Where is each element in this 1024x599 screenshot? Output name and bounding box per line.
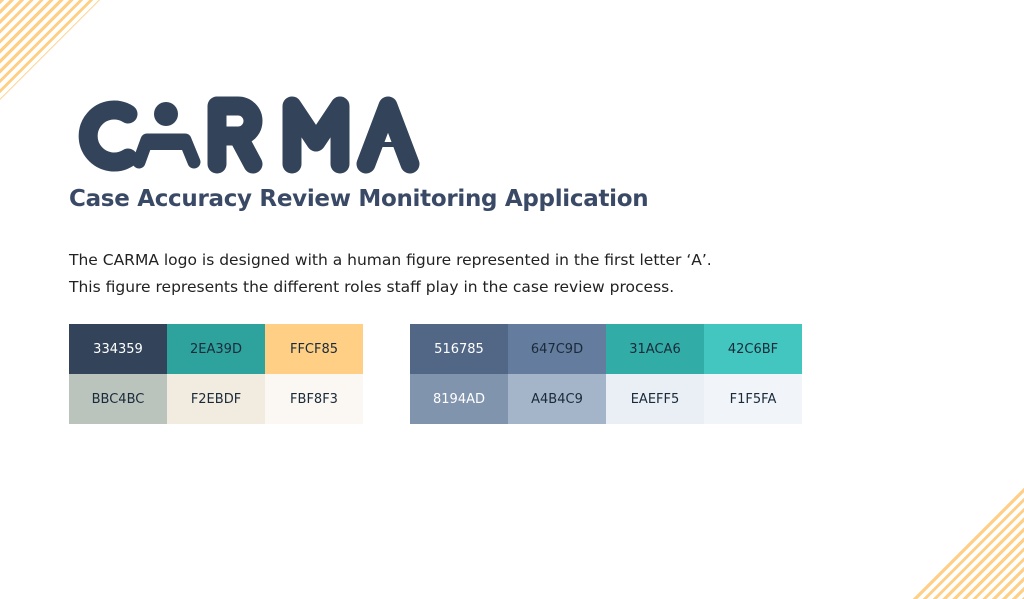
color-swatch: 334359 <box>69 324 167 374</box>
carma-logo <box>78 96 420 174</box>
color-swatch: 516785 <box>410 324 508 374</box>
color-swatch: 31ACA6 <box>606 324 704 374</box>
color-swatch: F2EBDF <box>167 374 265 424</box>
color-swatch: 42C6BF <box>704 324 802 374</box>
color-swatch: 647C9D <box>508 324 606 374</box>
decorative-stripes-bottom-right <box>909 484 1024 599</box>
color-swatch: 8194AD <box>410 374 508 424</box>
color-swatch: F1F5FA <box>704 374 802 424</box>
app-full-name: Case Accuracy Review Monitoring Applicat… <box>69 186 649 212</box>
color-swatch: FBF8F3 <box>265 374 363 424</box>
logo-description: The CARMA logo is designed with a human … <box>69 247 712 301</box>
color-swatch: BBC4BC <box>69 374 167 424</box>
color-swatch: 2EA39D <box>167 324 265 374</box>
description-line: This figure represents the different rol… <box>69 278 675 296</box>
color-swatch: FFCF85 <box>265 324 363 374</box>
description-line: The CARMA logo is designed with a human … <box>69 251 712 269</box>
color-swatch: A4B4C9 <box>508 374 606 424</box>
decorative-stripes-top-left <box>0 0 100 100</box>
color-swatch: EAEFF5 <box>606 374 704 424</box>
